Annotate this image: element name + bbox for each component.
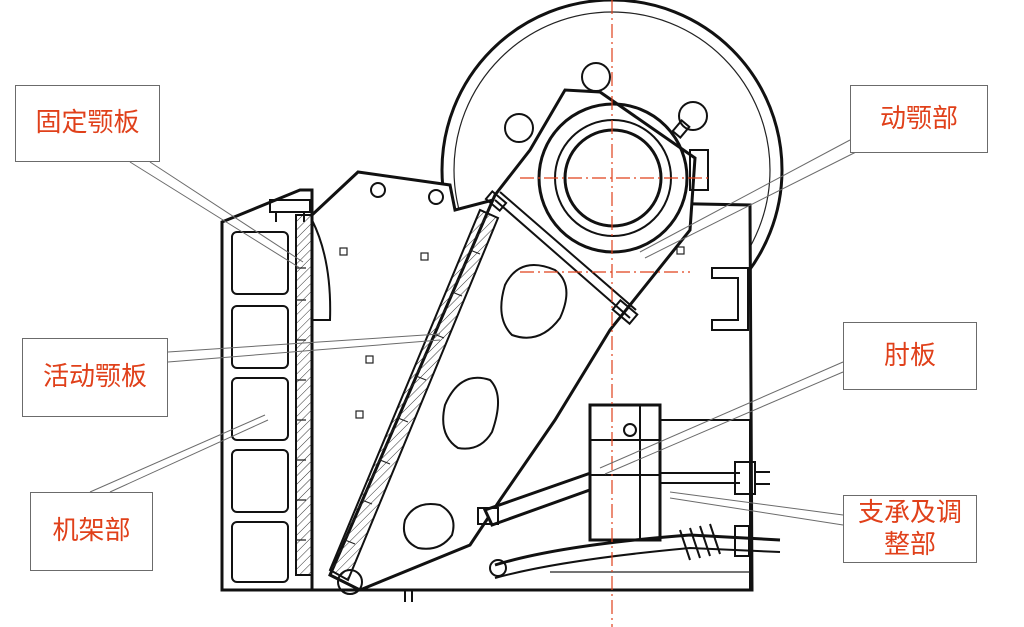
label-frame: 机架部 [30, 492, 153, 571]
base [222, 571, 752, 602]
toggle-assembly [477, 403, 781, 590]
fixed-jaw-plate [295, 214, 332, 576]
label-support-adjust: 支承及调整部 [843, 495, 977, 563]
label-moving-jaw-plate: 活动颚板 [22, 338, 168, 417]
leader-lines [89, 139, 861, 526]
label-moving-jaw-part: 动颚部 [850, 85, 988, 153]
label-toggle-plate: 肘板 [843, 322, 977, 390]
label-fixed-jaw-plate: 固定颚板 [15, 85, 160, 162]
center-lines [520, 0, 710, 627]
